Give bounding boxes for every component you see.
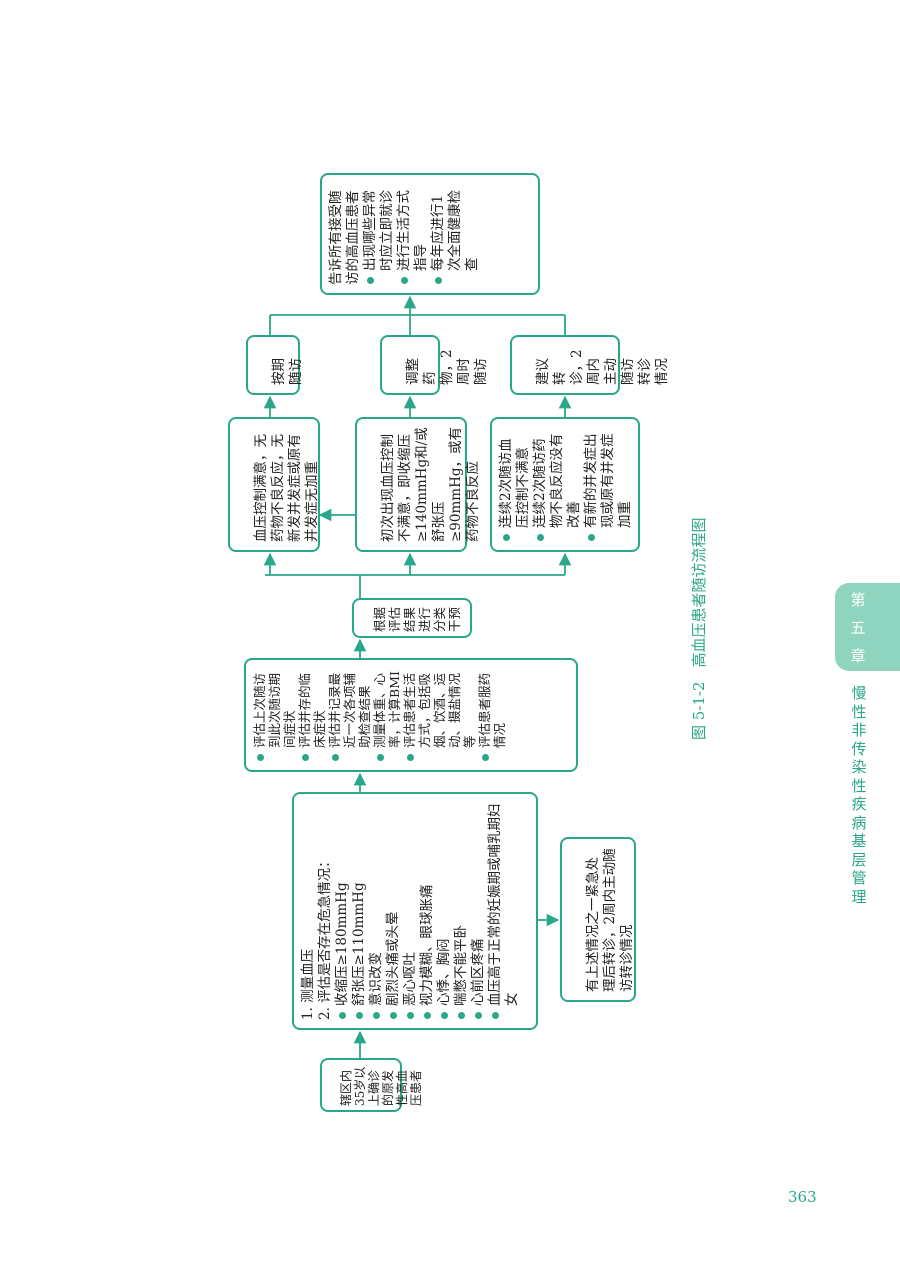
danger-sign: 恶心呕吐 [402, 802, 419, 1020]
flow-connectors [263, 295, 572, 1058]
emergency-text: 有上述情况之一紧急处理后转诊，2周内主动随访转诊情况 [585, 848, 635, 992]
chapter-label: 第 五 章 [843, 586, 873, 670]
danger-sign: 收缩压≥180mmHg [334, 802, 351, 1020]
figure-caption: 图 5-1-2 高血压患者随访流程图 [688, 503, 709, 740]
chapter-tab [835, 583, 900, 671]
chapter-char: 第 [850, 591, 866, 609]
chapter-title: 慢性非传染性疾病基层管理 [851, 684, 867, 906]
danger-sign: 视力模糊、眼球胀痛 [419, 802, 436, 1020]
chapter-char: 五 [850, 619, 866, 637]
routine-item: 评估患者服药情况 [477, 668, 507, 762]
classify-text: 根据评估结果进行分类干预 [372, 606, 462, 632]
action-1-text: 按期随访 [271, 358, 304, 385]
figure-title: 高血压患者随访流程图 [690, 517, 708, 668]
classify-box: 根据评估结果进行分类干预 [352, 598, 472, 638]
category-1-box: 血压控制满意，无药物不良反应，无新发并发症或原有并发症无加重 [228, 417, 320, 552]
figure-number: 图 5-1-2 [690, 681, 708, 740]
chapter-char: 章 [850, 647, 866, 665]
danger-sign: 心悸、胸闷 [436, 802, 453, 1020]
final-item: 出现哪些异常时应立即就诊 [362, 183, 396, 285]
emergency-box: 有上述情况之一紧急处理后转诊，2周内主动随访转诊情况 [560, 837, 636, 1002]
category-3-item: 连续2次随访血压控制不满意 [498, 427, 532, 542]
page-number: 363 [788, 1188, 817, 1206]
routine-item: 测量体重、心率，计算BMI [372, 668, 402, 762]
final-box: 告诉所有接受随访的高血压患者 出现哪些异常时应立即就诊 进行生活方式指导 每年应… [320, 173, 540, 295]
danger-sign: 舒张压≥110mmHg [351, 802, 368, 1020]
assess-item-2: 2. 评估是否存在危急情况： [317, 854, 333, 1020]
action-1-box: 按期随访 [246, 335, 304, 395]
routine-box: 评估上次随访到此次随访期间症状 评估并存的临床症状 评估并记录最近一次各项辅助检… [244, 658, 578, 772]
category-3-box: 连续2次随访血压控制不满意 连续2次随访药物不良反应没有改善 有新的并发症出现或… [490, 417, 640, 552]
routine-item: 评估并存的临床症状 [297, 668, 327, 762]
routine-item: 评估上次随访到此次随访期间症状 [252, 668, 297, 762]
assess-box: 1. 测量血压 2. 评估是否存在危急情况： 收缩压≥180mmHg 舒张压≥1… [292, 792, 538, 1030]
action-3-box: 建议转诊，2周内主动随访转诊情况 [510, 335, 670, 395]
danger-sign: 血压高于正常的妊娠期或哺乳期妇女 [487, 802, 521, 1020]
start-text: 辖区内35岁以上确诊的原发性高血压患者 [339, 1066, 423, 1106]
category-2-text: 初次出现血压控制不满意，即收缩压≥140mmHg和/或舒张压≥90mmHg，或有… [380, 426, 481, 542]
category-3-item: 有新的并发症出现或原有并发症加重 [583, 427, 634, 542]
danger-sign: 喘憋不能平卧 [453, 802, 470, 1020]
danger-sign: 剧烈头痛或头晕 [385, 802, 402, 1020]
routine-item: 评估并记录最近一次各项辅助检查结果 [327, 668, 372, 762]
routine-item: 评估患者生活方式，包括吸烟、饮酒、运动、摄盐情况等 [402, 668, 477, 762]
final-intro: 告诉所有接受随访的高血压患者 [328, 190, 361, 286]
danger-sign: 意识改变 [368, 802, 385, 1020]
assess-item-1: 1. 测量血压 [300, 948, 316, 1020]
flowchart: 辖区内35岁以上确诊的原发性高血压患者 1. 测量血压 2. 评估是否存在危急情… [220, 170, 670, 1112]
danger-sign: 心前区疼痛 [470, 802, 487, 1020]
final-item: 进行生活方式指导 [396, 183, 430, 285]
action-2-box: 调整药物，2周时随访 [380, 335, 489, 395]
category-1-text: 血压控制满意，无药物不良反应，无新发并发症或原有并发症无加重 [253, 434, 320, 542]
category-3-item: 连续2次随访药物不良反应没有改善 [532, 427, 583, 542]
category-2-box: 初次出现血压控制不满意，即收缩压≥140mmHg和/或舒张压≥90mmHg，或有… [355, 417, 481, 552]
start-box: 辖区内35岁以上确诊的原发性高血压患者 [320, 1058, 423, 1112]
final-item: 每年应进行1次全面健康检查 [430, 183, 481, 285]
